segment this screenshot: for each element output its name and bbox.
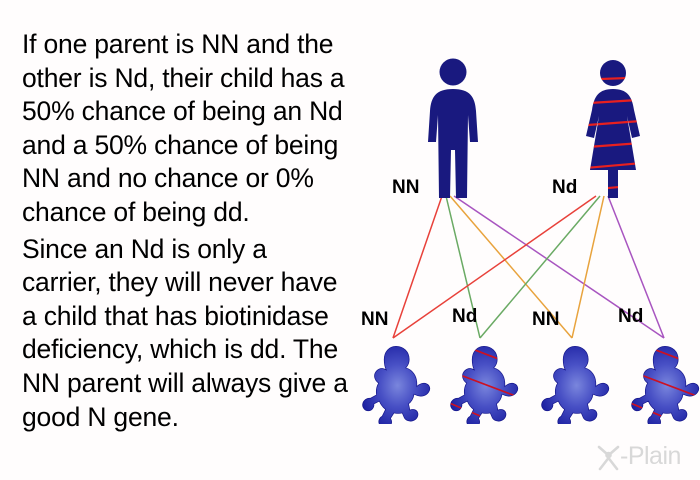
child-genotype-label-4: Nd (618, 306, 644, 327)
child-genotype-label-2: Nd (452, 306, 478, 327)
child-figure-3-NN (529, 338, 621, 424)
logo-text: -Plain (620, 441, 681, 470)
line-mother-to-child-4 (607, 195, 665, 339)
child-figure-4-Nd (619, 338, 700, 424)
line-mother-to-child-2 (479, 195, 601, 339)
inheritance-lines-group (392, 195, 665, 339)
male-body (428, 89, 478, 198)
child-figure-1-NN (350, 338, 442, 424)
explanation-paragraph-1: If one parent is NN and the other is Nd,… (22, 29, 345, 227)
line-father-to-child-4 (453, 195, 665, 339)
child-figure-2-Nd (438, 338, 530, 424)
female-head (600, 60, 626, 86)
x-plain-logo: -Plain (596, 439, 681, 473)
parent-figure-male-NN (422, 58, 484, 198)
child-genotype-label-3: NN (532, 309, 560, 330)
line-mother-to-child-1 (392, 195, 597, 339)
explanation-paragraph-2: Since an Nd is only a carrier, they will… (22, 233, 348, 432)
parent-genotype-label-male: NN (392, 177, 420, 198)
line-father-to-child-3 (449, 195, 573, 339)
inheritance-diagram: NN Nd NN Nd NN Nd (330, 0, 700, 480)
female-body (586, 89, 640, 198)
parent-genotype-label-female: Nd (552, 177, 578, 198)
line-mother-to-child-3 (571, 195, 605, 339)
child-genotype-label-1: NN (361, 309, 389, 330)
line-father-to-child-2 (445, 195, 481, 339)
x-plain-figure-icon (597, 445, 620, 471)
line-father-to-child-1 (392, 195, 443, 339)
male-head (439, 58, 467, 86)
explanation-text-panel: If one parent is NN and the other is Nd,… (22, 28, 352, 434)
parent-figure-female-Nd (578, 58, 648, 198)
